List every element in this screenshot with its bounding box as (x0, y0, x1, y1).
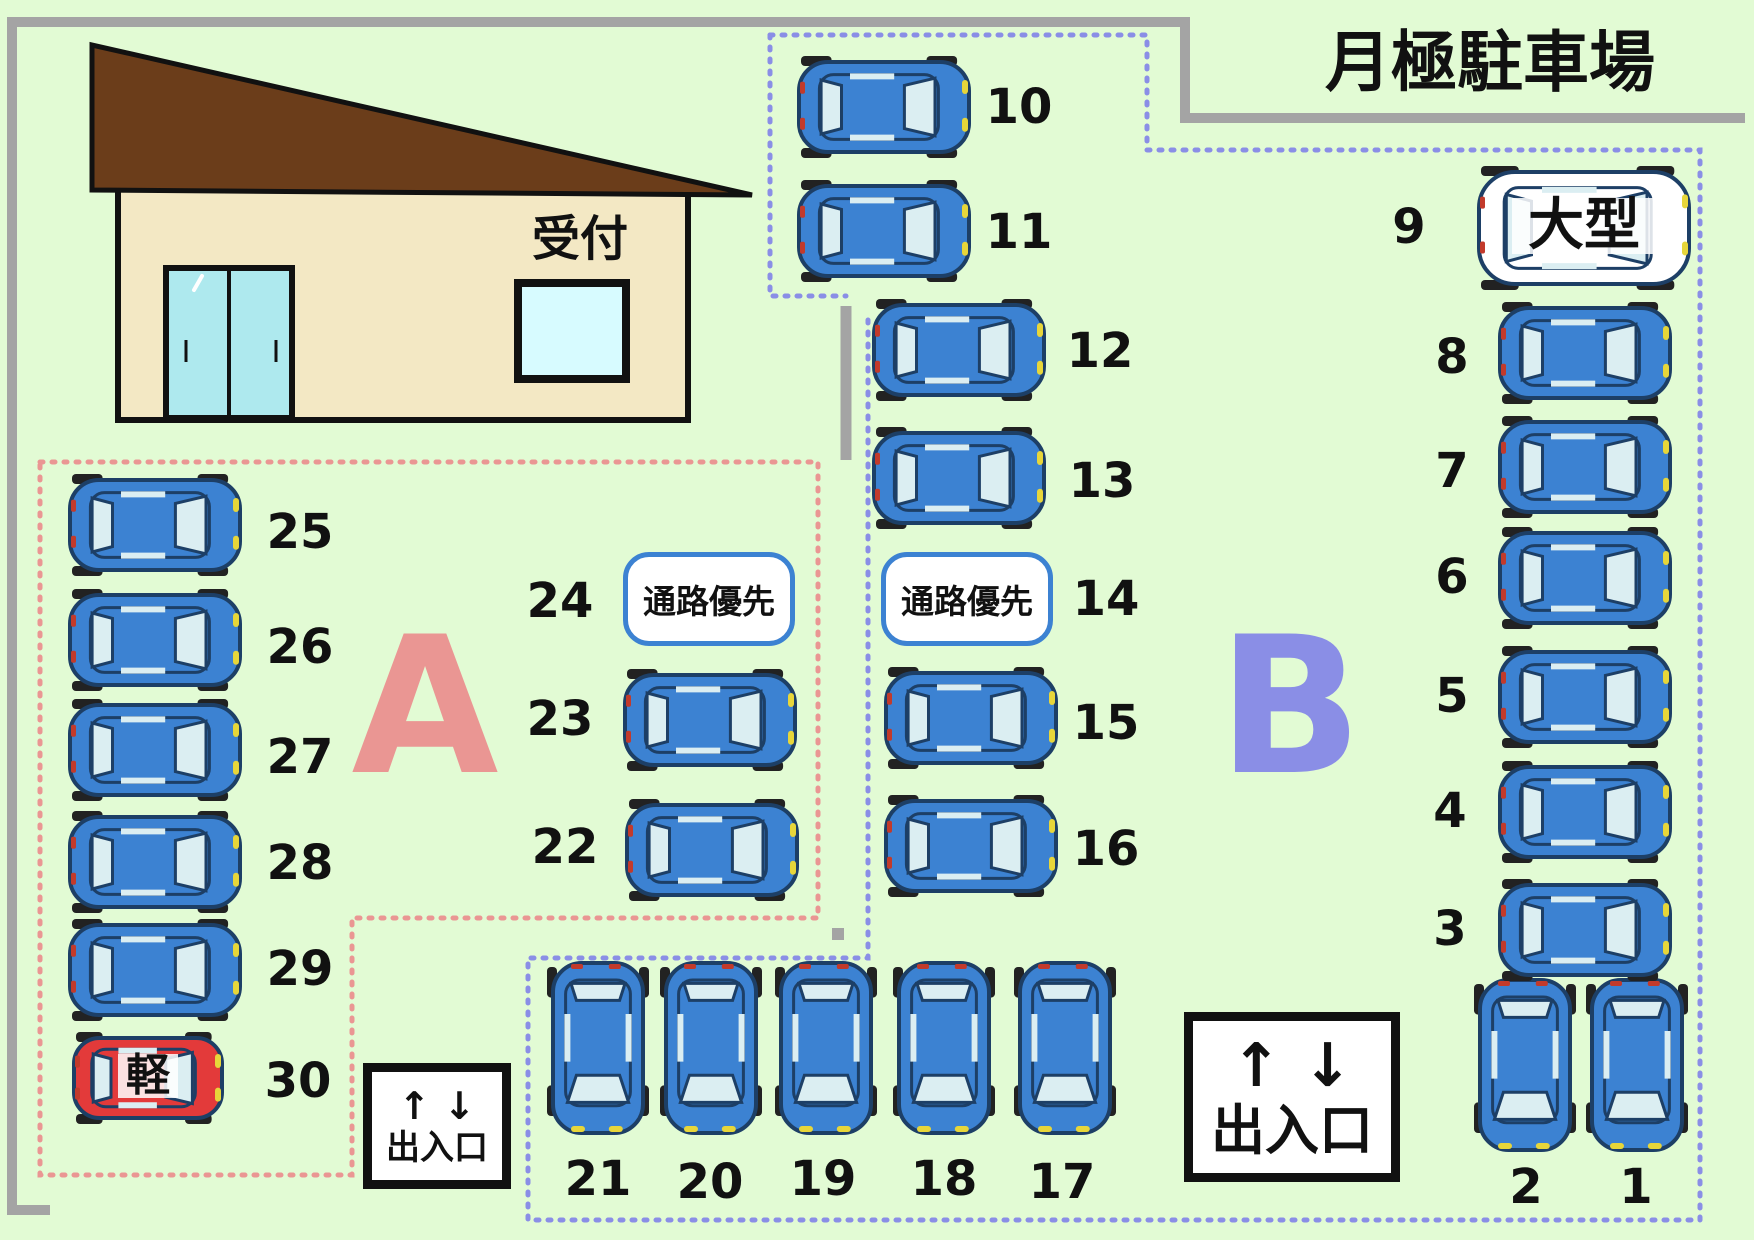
zone-b-label: B (1217, 596, 1363, 817)
entrance-large: ↑ ↓ 出入口 (1184, 1012, 1400, 1182)
space-number-5: 5 (1435, 668, 1469, 724)
wall-post (832, 928, 844, 940)
parking-space-19 (775, 961, 877, 1135)
parking-space-25 (68, 474, 242, 576)
zone-top-boundary (767, 32, 849, 299)
entrance-arrows: ↑ ↓ (398, 1084, 476, 1128)
roof (89, 41, 753, 198)
parking-space-11 (797, 180, 971, 282)
parking-space-26 (68, 589, 242, 691)
entrance-arrows: ↑ ↓ (1231, 1031, 1353, 1101)
space-number-29: 29 (266, 941, 334, 997)
parking-space-29 (68, 919, 242, 1021)
parking-space-15 (884, 667, 1058, 769)
space-number-1: 1 (1619, 1159, 1653, 1215)
parking-space-27 (68, 699, 242, 801)
reception-window (514, 279, 630, 383)
parking-space-3 (1498, 879, 1672, 981)
space-number-7: 7 (1435, 443, 1469, 499)
space-number-8: 8 (1435, 329, 1469, 385)
space-number-6: 6 (1435, 549, 1469, 605)
parking-space-23 (623, 669, 797, 771)
space-number-23: 23 (526, 691, 594, 747)
parking-space-2 (1474, 978, 1576, 1152)
space-number-2: 2 (1509, 1159, 1543, 1215)
space-number-13: 13 (1068, 453, 1136, 509)
reception-building (89, 41, 753, 423)
space-number-15: 15 (1072, 695, 1140, 751)
space-number-19: 19 (789, 1151, 857, 1207)
space-number-26: 26 (266, 619, 334, 675)
parking-space-12 (872, 299, 1046, 401)
zone-a-label: A (351, 596, 499, 817)
space-number-27: 27 (266, 729, 334, 785)
parking-space-16 (884, 795, 1058, 897)
space-number-12: 12 (1066, 323, 1134, 379)
parking-space-5 (1498, 646, 1672, 748)
space-number-16: 16 (1072, 821, 1140, 877)
space-number-20: 20 (676, 1154, 744, 1210)
parking-space-28 (68, 811, 242, 913)
parking-space-21 (547, 961, 649, 1135)
space-number-21: 21 (564, 1151, 632, 1207)
space-number-18: 18 (910, 1151, 978, 1207)
zone-a-boundary (37, 459, 821, 1178)
page-title: 月極駐車場 (1325, 24, 1655, 101)
parking-space-7 (1498, 416, 1672, 518)
space-number-9: 9 (1392, 199, 1426, 255)
boundary-wall (7, 17, 1745, 1215)
space-number-4: 4 (1433, 783, 1467, 839)
space-number-30: 30 (264, 1053, 332, 1109)
parking-space-6 (1498, 527, 1672, 629)
space-number-22: 22 (531, 819, 599, 875)
space-number-24: 24 (526, 573, 594, 629)
reception-label: 受付 (531, 211, 628, 267)
parking-space-20 (660, 961, 762, 1135)
kei-car-tag: 軽 (118, 1054, 178, 1098)
priority-space-sign: 通路優先 (623, 552, 795, 646)
parking-space-22 (625, 799, 799, 901)
space-number-3: 3 (1433, 901, 1467, 957)
space-number-28: 28 (266, 835, 334, 891)
entrance-label: 出入口 (386, 1128, 488, 1168)
entrance-door (163, 265, 295, 421)
parking-space-4 (1498, 761, 1672, 863)
space-number-25: 25 (266, 504, 334, 560)
parking-space-8 (1498, 302, 1672, 404)
parking-space-18 (893, 961, 995, 1135)
entrance-small: ↑ ↓ 出入口 (363, 1063, 511, 1189)
space-number-17: 17 (1028, 1154, 1096, 1210)
space-number-14: 14 (1072, 571, 1140, 627)
space-number-11: 11 (985, 204, 1053, 260)
parking-space-1 (1586, 978, 1688, 1152)
priority-space-sign: 通路優先 (881, 552, 1053, 646)
space-number-10: 10 (985, 79, 1053, 135)
parking-space-17 (1014, 961, 1116, 1135)
parking-space-13 (872, 427, 1046, 529)
zone-b-boundary (525, 32, 1703, 1223)
parking-space-10 (797, 56, 971, 158)
large-vehicle-tag: 大型 (1512, 198, 1656, 254)
entrance-label: 出入口 (1211, 1099, 1373, 1162)
